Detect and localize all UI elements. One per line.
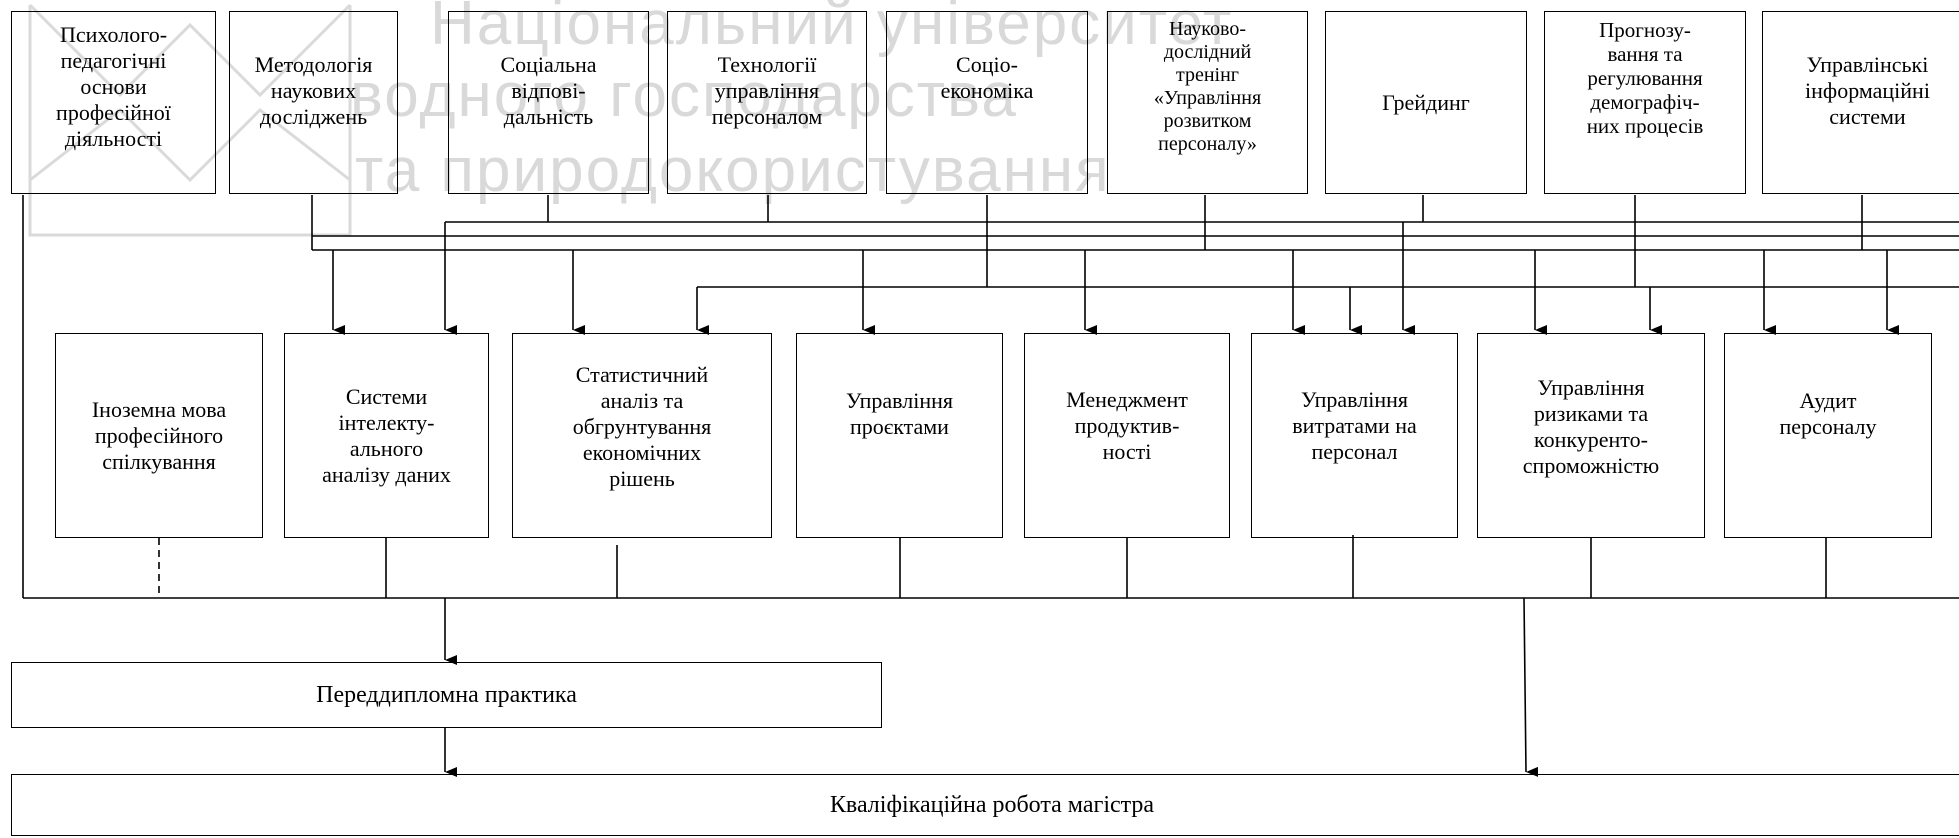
course-box-productivity-management: Менеджмент продуктив- ності xyxy=(1024,333,1230,538)
course-label: Управління ризиками та конкуренто- спром… xyxy=(1522,374,1660,478)
course-label: Соціо- економіка xyxy=(940,52,1034,103)
course-label: Іноземна мова професійного спілкування xyxy=(91,396,227,474)
course-box-hr-technologies: Технології управління персоналом xyxy=(667,11,867,194)
course-label: Аудит персоналу xyxy=(1779,387,1877,439)
course-label: Психолого- педагогічні основи професійно… xyxy=(56,22,171,151)
course-label: Управління проєктами xyxy=(845,387,954,439)
course-box-statistical-analysis: Статистичний аналіз та обгрунтування еко… xyxy=(512,333,772,538)
course-label: Управлінські інформаційні системи xyxy=(1805,52,1930,129)
course-box-grading: Грейдинг xyxy=(1325,11,1527,194)
course-label: Соціальна відпові- дальність xyxy=(500,52,597,129)
course-box-socioeconomics: Соціо- економіка xyxy=(886,11,1088,194)
course-box-research-methodology: Методологія наукових досліджень xyxy=(229,11,398,194)
pre-diploma-practice-box: Переддипломна практика xyxy=(11,662,882,728)
course-label: Статистичний аналіз та обгрунтування еко… xyxy=(572,361,712,491)
course-box-foreign-language: Іноземна мова професійного спілкування xyxy=(55,333,263,538)
course-label: Прогнозу- вання та регулювання демографі… xyxy=(1586,18,1704,138)
thesis-label: Кваліфікаційна робота магістра xyxy=(829,792,1155,818)
course-box-management-info-systems: Управлінські інформаційні системи xyxy=(1762,11,1959,194)
course-box-personnel-audit: Аудит персоналу xyxy=(1724,333,1932,538)
course-label: Управління витратами на персонал xyxy=(1292,386,1417,464)
course-box-risk-management: Управління ризиками та конкуренто- спром… xyxy=(1477,333,1705,538)
course-box-demographic-forecasting: Прогнозу- вання та регулювання демографі… xyxy=(1544,11,1746,194)
course-box-research-training: Науково- дослідний тренінг «Управління р… xyxy=(1107,11,1308,194)
course-box-social-responsibility: Соціальна відпові- дальність xyxy=(448,11,649,194)
course-label: Технології управління персоналом xyxy=(711,52,823,129)
course-label: Методологія наукових досліджень xyxy=(254,52,373,129)
course-label: Грейдинг xyxy=(1382,89,1470,115)
course-box-psychology-pedagogy: Психолого- педагогічні основи професійно… xyxy=(11,11,216,194)
practice-label: Переддипломна практика xyxy=(316,682,577,708)
course-box-intelligent-data-analysis: Системи інтелекту- ального аналізу даних xyxy=(284,333,489,538)
course-box-project-management: Управління проєктами xyxy=(796,333,1003,538)
course-label: Науково- дослідний тренінг «Управління р… xyxy=(1153,18,1262,155)
masters-thesis-box: Кваліфікаційна робота магістра xyxy=(11,774,1959,836)
course-label: Менеджмент продуктив- ності xyxy=(1066,386,1188,464)
course-label: Системи інтелекту- ального аналізу даних xyxy=(322,383,451,487)
course-box-personnel-costs: Управління витратами на персонал xyxy=(1251,333,1458,538)
